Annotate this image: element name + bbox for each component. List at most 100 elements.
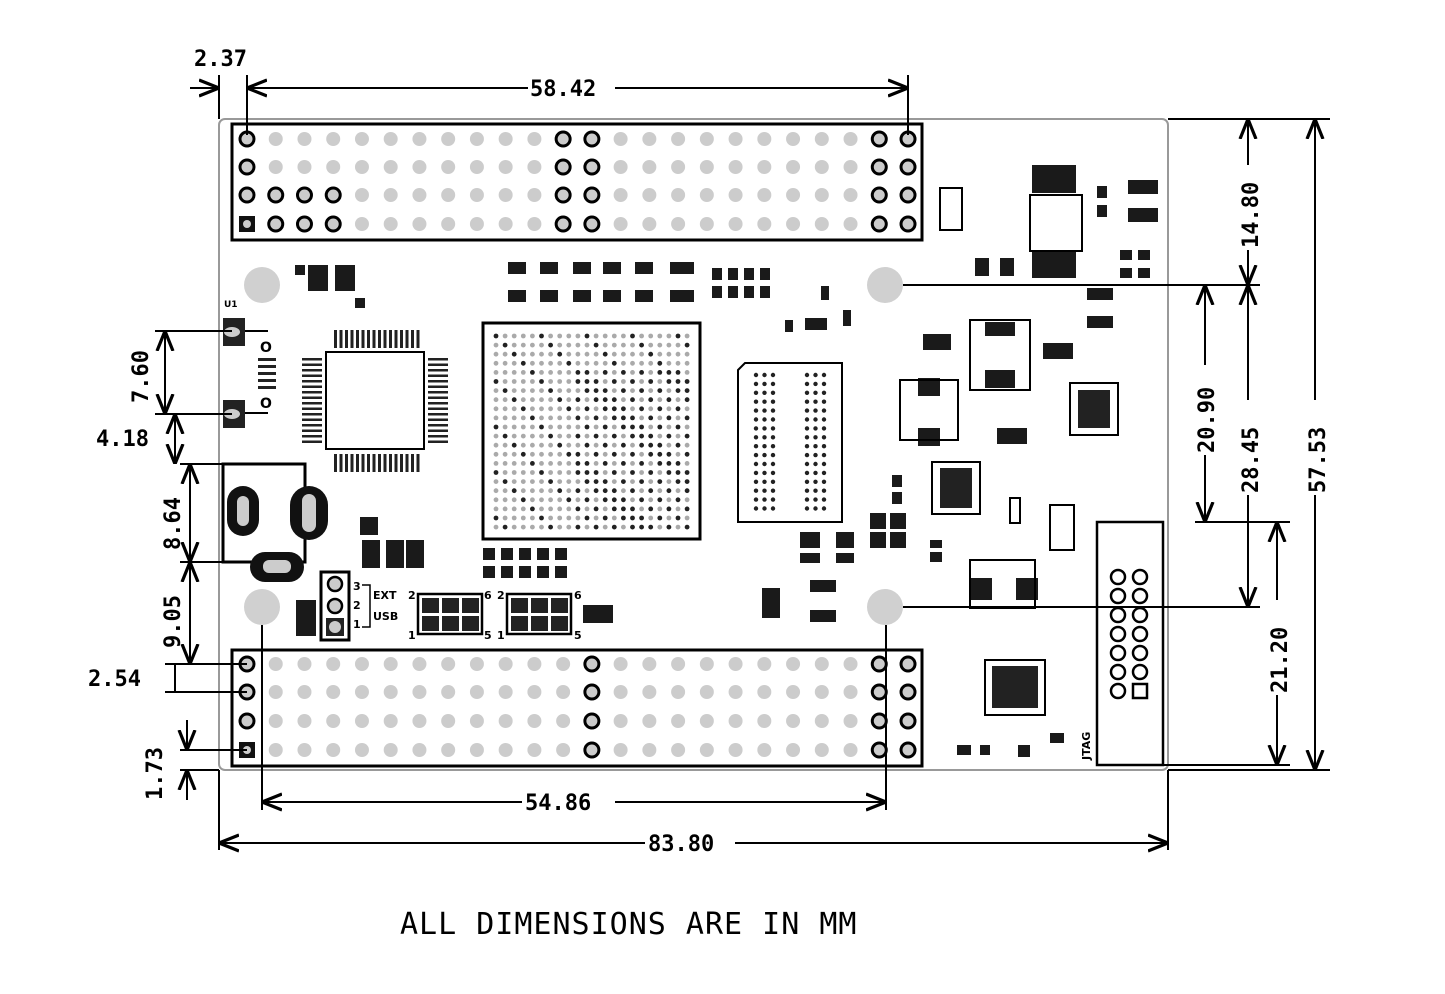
smd-component [985,322,1015,336]
ddr-ball [821,399,827,404]
smd-component [1000,258,1014,276]
bga-ball [493,388,499,393]
bga-ball [621,433,626,439]
component-outline [1049,504,1075,551]
bga-ball [566,479,572,484]
bga-ball [584,397,590,403]
bga-ball [611,351,617,357]
qfp-pin [394,330,398,348]
bga-ball [530,470,535,475]
bga-ball [630,506,635,512]
header-pin [441,188,456,202]
bga-ball [630,370,635,375]
bga-ball [648,497,654,503]
header-pin [412,160,427,174]
pin-label: 2 [497,589,505,602]
header-pin [786,132,801,146]
bga-ball [584,461,590,466]
bga-ball [593,524,599,530]
ddr-ball [804,435,810,440]
bga-ball [602,524,608,530]
bga-ball [493,370,499,375]
bga-ball [566,515,572,521]
bga-ball [593,424,599,430]
ddr-ball [762,390,767,395]
switch-ref: U1 [224,300,238,310]
smd-component [930,552,942,562]
bga-ball [566,497,572,503]
bga-ball [575,451,581,457]
header-pin [699,685,714,699]
ddr-ball [813,399,818,404]
pin-label: 5 [484,629,492,642]
bga-ball [511,488,517,494]
bga-ball [602,388,608,393]
bga-ball [621,351,626,357]
bga-ball [639,360,644,366]
header-pin [441,714,456,728]
qfp-pin [428,391,448,394]
qfp-pin [350,330,354,348]
bga-ball [520,360,526,366]
bga-ball [575,370,581,375]
bga-ball [511,342,517,348]
header-pin [583,683,601,701]
bga-ball [575,415,581,421]
bga-ball [502,470,508,475]
bga-ball [548,333,553,339]
smd-component [635,290,653,302]
header-pin [728,217,743,231]
smd-component [1138,250,1150,260]
jtag-pin [1109,644,1127,662]
pin-label: 1 [497,629,505,642]
bga-ball [520,488,526,494]
bga-ball [584,506,590,512]
smd-component [892,475,902,487]
bga-ball [548,406,553,412]
bga-ball [593,370,599,375]
bga-ball [630,360,635,366]
bga-ball [530,406,535,412]
bga-ball [502,397,508,403]
smd-component [760,286,770,298]
qfp-pin [378,330,381,348]
qfp-pin [302,440,322,443]
bga-ball [493,379,499,384]
ddr-ball [804,488,810,493]
bga-ball [548,360,553,366]
bga-ball [621,479,626,484]
qfp-pin [428,374,448,377]
bga-ball [602,479,608,484]
bga-ball [666,515,672,521]
header-pin [843,714,858,728]
header-pin [527,217,542,231]
bga-ball [511,370,517,375]
bga-ball [639,515,644,521]
header-pin [326,657,341,671]
bga-ball [648,379,654,384]
smd-component [483,566,495,578]
bga-ball [575,524,581,530]
bga-ball [684,360,690,366]
bga-ball [511,470,517,475]
header-pin [527,657,542,671]
header-pin [583,130,601,148]
ddr-ball [753,488,759,493]
bga-ball [648,415,654,421]
bga-ball [539,506,544,512]
bga-ball [593,388,599,393]
bga-ball [666,461,672,466]
bga-ball [602,379,608,384]
header-pin [642,160,657,174]
ddr-ball [813,444,818,449]
ddr-ball [770,470,776,476]
smd-component [870,532,886,548]
bga-ball [593,497,599,503]
bga-ball [566,351,572,357]
bga-ball [566,470,572,475]
header-pin [295,215,313,233]
header-pin [498,743,513,757]
bga-ball [648,515,654,521]
bga-ball [530,360,535,366]
header-pin [671,657,686,671]
